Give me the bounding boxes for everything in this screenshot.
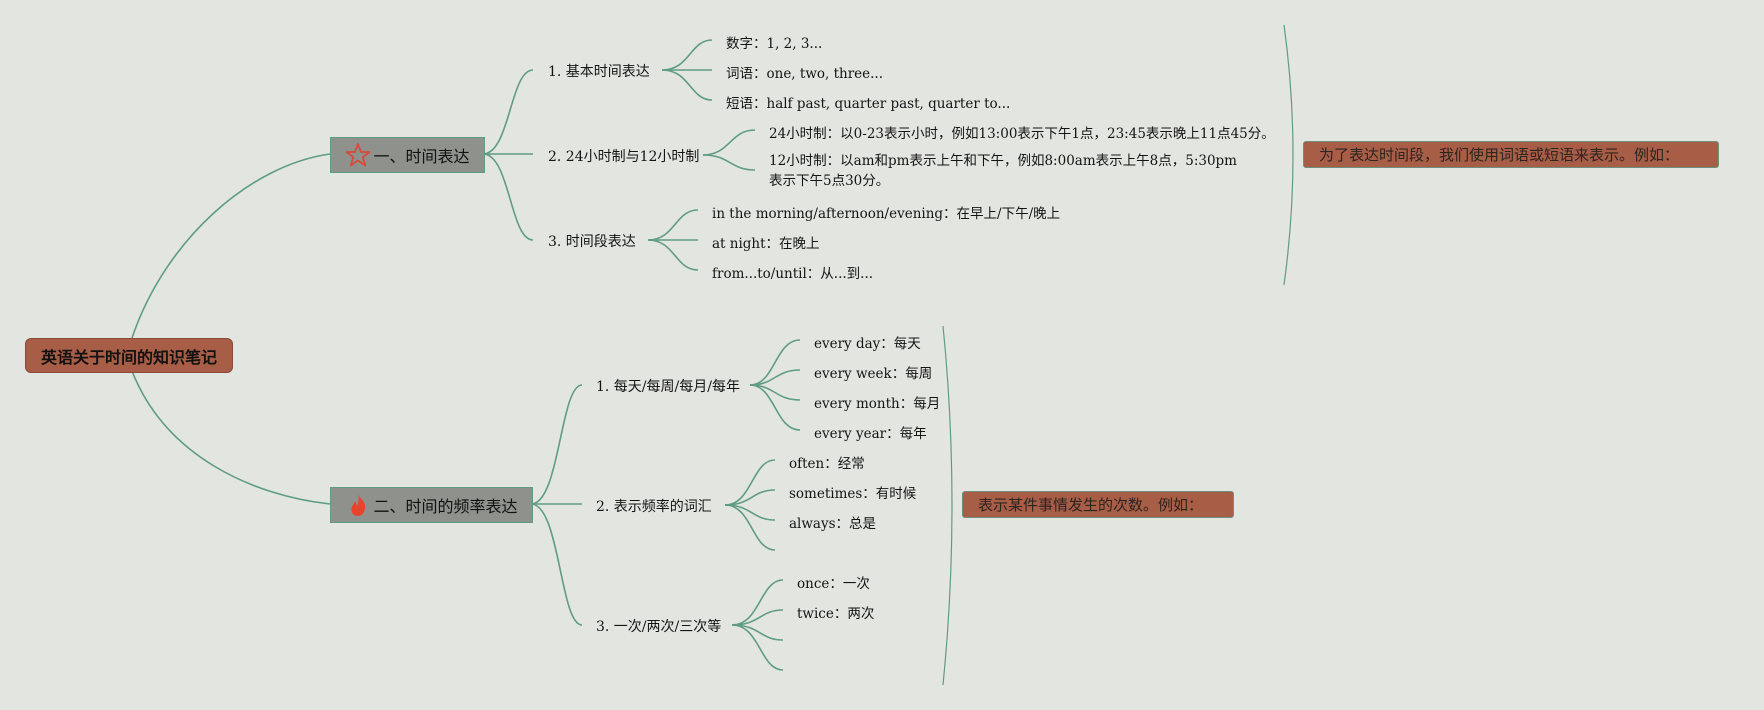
leaf-from-to[interactable]: from...to/until：从...到...	[712, 266, 874, 282]
leaf-twice[interactable]: twice：两次	[797, 606, 875, 622]
leaf-always[interactable]: always：总是	[789, 516, 877, 532]
main-topic-frequency-expression[interactable]: 二、时间的频率表达	[330, 487, 533, 523]
root-topic[interactable]: 英语关于时间的知识笔记	[25, 338, 233, 373]
summary-frequency[interactable]: 表示某件事情发生的次数。例如：	[962, 491, 1234, 518]
subtopic-basic-time[interactable]: 1. 基本时间表达	[548, 64, 650, 80]
leaf-sometimes[interactable]: sometimes：有时候	[789, 486, 917, 502]
leaf-every-year[interactable]: every year：每年	[814, 426, 927, 442]
subtopic-times[interactable]: 3. 一次/两次/三次等	[596, 619, 722, 635]
main-topic-label: 二、时间的频率表达	[373, 497, 518, 516]
leaf-12h[interactable]: 12小时制：以am和pm表示上午和下午，例如8:00am表示上午8点，5:30p…	[769, 153, 1237, 189]
subtopic-time-period[interactable]: 3. 时间段表达	[548, 234, 636, 250]
subtopic-every[interactable]: 1. 每天/每周/每月/每年	[596, 379, 740, 395]
leaf-morning-afternoon-evening[interactable]: in the morning/afternoon/evening：在早上/下午/…	[712, 206, 1061, 222]
leaf-often[interactable]: often：经常	[789, 456, 865, 472]
leaf-words[interactable]: 词语：one, two, three...	[726, 66, 884, 82]
subtopic-frequency-words[interactable]: 2. 表示频率的词汇	[596, 499, 712, 515]
subtopic-24h-12h[interactable]: 2. 24小时制与12小时制	[548, 149, 700, 165]
leaf-every-week[interactable]: every week：每周	[814, 366, 933, 382]
leaf-once[interactable]: once：一次	[797, 576, 870, 592]
main-topic-label: 一、时间表达	[373, 147, 470, 166]
leaf-every-month[interactable]: every month：每月	[814, 396, 941, 412]
leaf-numbers[interactable]: 数字：1, 2, 3...	[726, 36, 823, 52]
summary-time-period[interactable]: 为了表达时间段，我们使用词语或短语来表示。例如：	[1303, 141, 1719, 168]
fire-icon	[345, 492, 371, 518]
leaf-24h[interactable]: 24小时制：以0-23表示小时，例如13:00表示下午1点，23:45表示晚上1…	[769, 126, 1275, 142]
leaf-every-day[interactable]: every day：每天	[814, 336, 921, 352]
leaf-phrases[interactable]: 短语：half past, quarter past, quarter to..…	[726, 96, 1011, 112]
main-topic-time-expression[interactable]: 一、时间表达	[330, 137, 485, 173]
leaf-at-night[interactable]: at night：在晚上	[712, 236, 820, 252]
star-icon	[345, 142, 371, 168]
